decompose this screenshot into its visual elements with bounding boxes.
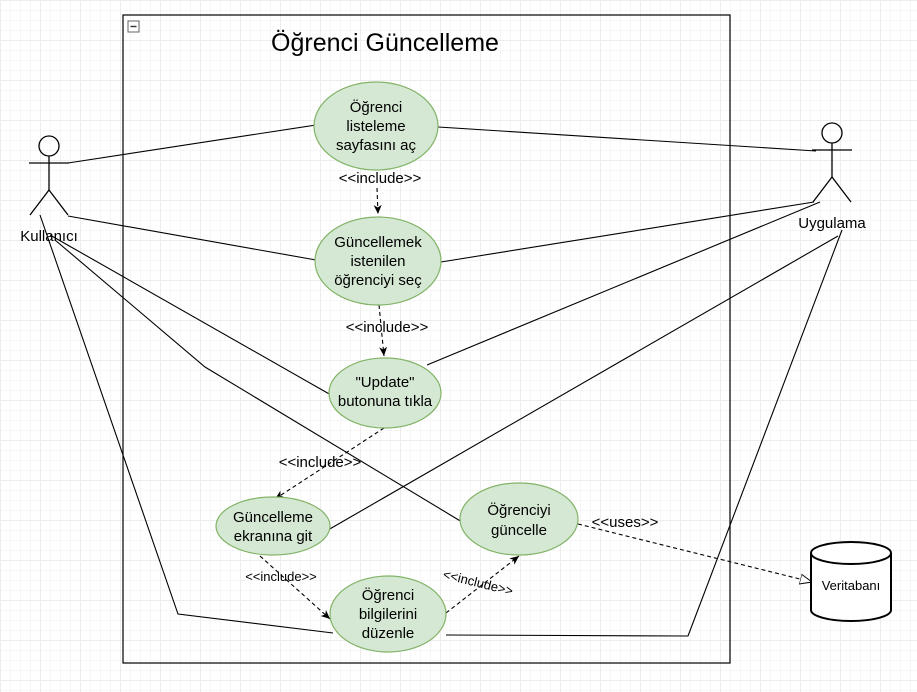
dependencies: [259, 187, 812, 620]
collapse-icon[interactable]: [127, 20, 140, 33]
associations: [39, 124, 843, 637]
assoc-kullanici-listeleme: [67, 124, 317, 164]
use-case-select-student[interactable]: Güncellemek istenilen öğrenciyi seç: [314, 216, 442, 306]
use-case-label: istenilen: [350, 253, 405, 270]
assoc-kullanici-guncelle: [54, 239, 463, 523]
actor-label: Kullanıcı: [20, 228, 78, 245]
use-case-label: ekranına git: [234, 528, 313, 545]
use-case-label: sayfasını aç: [336, 137, 417, 154]
use-case-label: Güncellemek: [334, 234, 422, 251]
use-case-update-student[interactable]: Öğrenciyi güncelle: [459, 482, 579, 556]
include-arrow-1: [373, 187, 382, 215]
use-case-label: güncelle: [491, 522, 547, 539]
uses-arrow: [577, 523, 812, 582]
system-boundary: Öğrenci Güncelleme: [122, 14, 731, 664]
use-case-click-update[interactable]: "Update" butonuna tıkla: [328, 357, 442, 429]
include-label-4: <<include>>: [245, 569, 317, 584]
actor-uygulama[interactable]: Uygulama: [798, 122, 866, 232]
assoc-kullanici-sec: [67, 215, 317, 261]
assoc-kullanici-duzenle: [39, 214, 334, 634]
use-case-label: listeleme: [346, 118, 405, 135]
uses-label: <<uses>>: [592, 514, 659, 531]
use-case-edit-info[interactable]: Öğrenci bilgilerini düzenle: [329, 575, 447, 653]
actor-kullanici[interactable]: Kullanıcı: [20, 135, 78, 245]
use-case-label: bilgilerini: [359, 606, 417, 623]
include-arrow-2: [378, 304, 388, 357]
database-label: Veritabanı: [822, 578, 881, 593]
include-label-3: <<include>>: [279, 454, 362, 471]
include-label-1: <<include>>: [339, 170, 422, 187]
assoc-kullanici-update: [49, 234, 332, 396]
database-veritabani[interactable]: Veritabanı: [810, 541, 892, 622]
assoc-uygulama-update: [426, 201, 821, 366]
include-label-5: <<include>>: [442, 567, 515, 599]
assoc-uygulama-sec: [440, 201, 815, 263]
database-cylinder-icon: [810, 541, 892, 622]
actor-label: Uygulama: [798, 215, 866, 232]
use-case-label: "Update": [355, 374, 414, 391]
boundary-title: Öğrenci Güncelleme: [271, 29, 499, 57]
relation-labels: <<include>> <<include>> <<include>> <<in…: [245, 170, 658, 598]
use-case-label: Öğrenciyi: [487, 501, 550, 519]
include-arrow-4: [259, 555, 331, 620]
assoc-uygulama-listeleme: [437, 126, 817, 152]
use-case-label: düzenle: [362, 625, 415, 642]
use-case-label: öğrenciyi seç: [334, 272, 422, 289]
stick-figure-icon: [29, 135, 69, 216]
use-case-label: Öğrenci: [362, 586, 415, 604]
use-case-open-list[interactable]: Öğrenci listeleme sayfasını aç: [313, 81, 439, 171]
use-case-label: butonuna tıkla: [338, 393, 433, 410]
assoc-uygulama-guncelleme-ekrani: [327, 235, 839, 531]
use-case-label: Güncelleme: [233, 509, 313, 526]
use-case-label: Öğrenci: [350, 98, 403, 116]
boundary-frame: [122, 14, 731, 664]
stick-figure-icon: [812, 122, 852, 203]
include-label-2: <<include>>: [346, 319, 429, 336]
assoc-uygulama-duzenle: [445, 229, 843, 637]
include-arrow-5: [445, 555, 520, 614]
include-arrow-3: [274, 427, 385, 500]
use-case-go-update-screen[interactable]: Güncelleme ekranına git: [215, 496, 331, 556]
